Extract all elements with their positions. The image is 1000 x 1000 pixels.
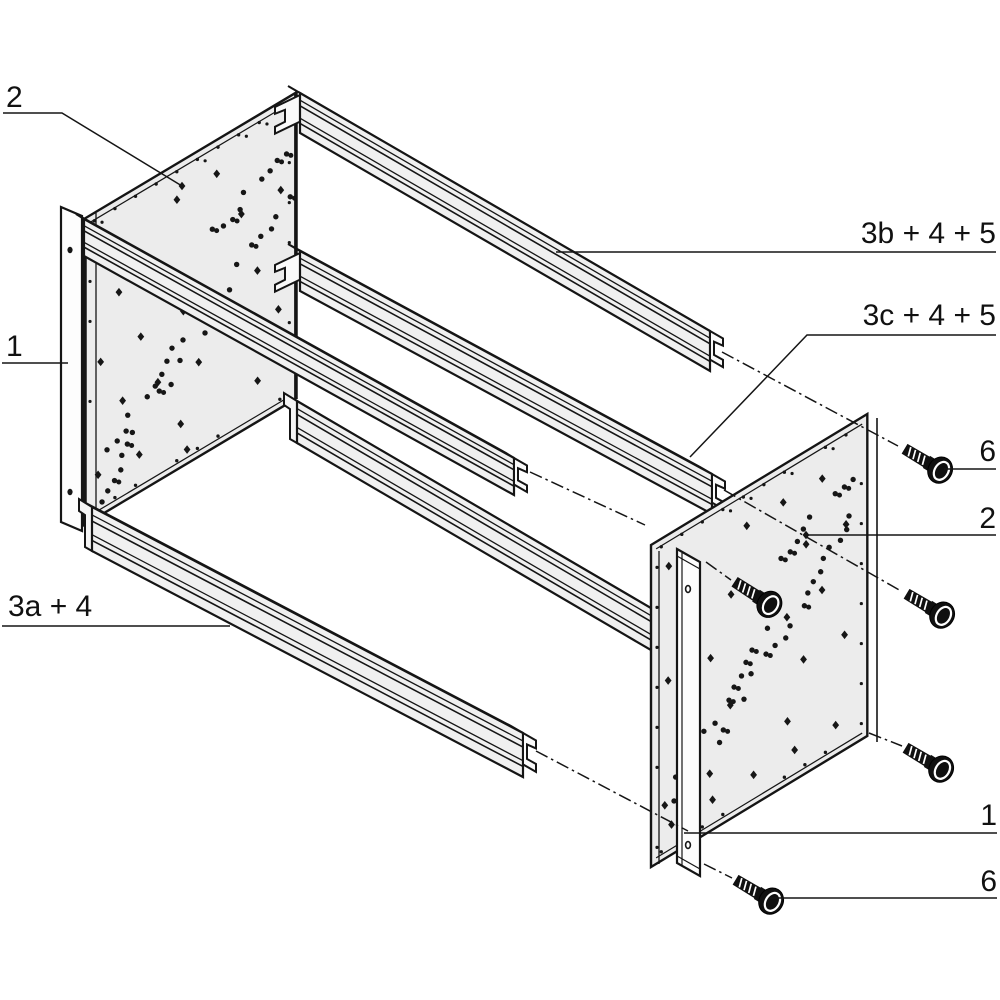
callout-2-right-label: 2: [979, 502, 996, 535]
callout-1-right-label: 1: [980, 799, 997, 832]
bottom-front-rail: [78, 497, 537, 779]
top-rear-rail: [274, 85, 724, 373]
callout-3c-leader: [689, 334, 996, 458]
screw-2: [731, 576, 783, 618]
screw-5: [732, 874, 785, 915]
callout-3c-label: 3c + 4 + 5: [863, 299, 996, 332]
callouts: 2 1 3a + 4 3b + 4 + 5 3c + 4 + 5 6 2 1 6: [2, 81, 997, 899]
callout-2-left-label: 2: [6, 81, 23, 114]
left-front-trim-strip: [59, 205, 84, 533]
right-front-trim-strip: [675, 547, 702, 878]
callout-3b-label: 3b + 4 + 5: [861, 217, 996, 250]
middle-rear-rail: [274, 243, 726, 516]
callout-2-left-leader: [3, 112, 183, 187]
screws: [731, 443, 956, 915]
top-front-rail: [75, 213, 528, 497]
screw-3: [903, 588, 956, 629]
screw-4: [902, 742, 955, 783]
bottom-rear-rail: [283, 391, 658, 655]
assembly-axis-lines: [529, 351, 903, 879]
callout-6-bottom-label: 6: [980, 865, 997, 898]
callout-1-left-label: 1: [6, 330, 23, 363]
callout-3a-label: 3a + 4: [8, 590, 92, 623]
callout-6-top-label: 6: [979, 435, 996, 468]
right-side-panel: [649, 411, 878, 870]
screw-1: [901, 443, 954, 484]
